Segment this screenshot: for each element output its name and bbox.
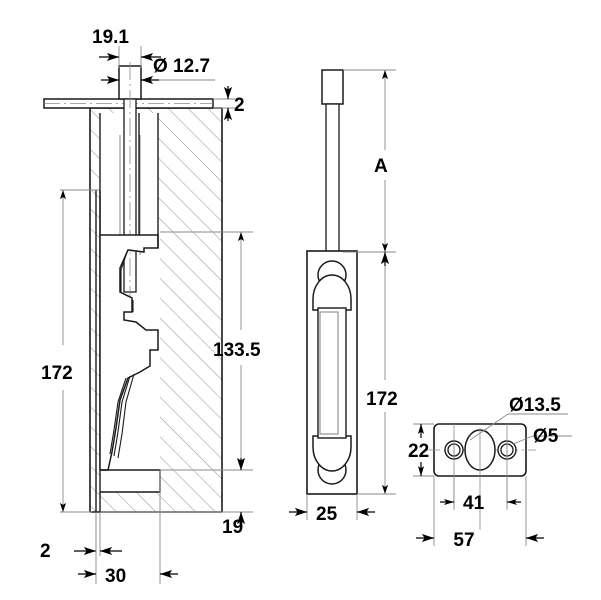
slide-slot [319,311,339,435]
bolt-head [321,69,344,105]
dim-d13-5-label: Ø13.5 [509,395,561,416]
dim-19-bottom-label: 19 [222,517,243,538]
dim-2-bottom-label: 2 [40,541,51,562]
dim-30: 30 [78,470,178,587]
dim-2-top-label: 2 [234,95,245,116]
dim-19-1-label: 19.1 [92,27,129,48]
bolt-mechanism-profile [99,234,159,471]
dim-172-left: 172 [41,189,99,513]
dim-d12-7-label: Ø 12.7 [153,56,210,77]
dim-25: 25 [289,494,375,525]
dim-d5: Ø5 [512,426,572,447]
view-front-middle: A 172 25 [289,69,398,525]
dim-30-label: 30 [105,566,126,587]
mortise-walls [99,113,159,248]
bolt-rod-front [325,103,340,253]
dim-57-label: 57 [453,530,474,551]
dim-22-label: 22 [408,441,429,462]
view-plate-right: Ø13.5 Ø5 22 41 [408,395,572,551]
dim-d12-7: Ø 12.7 [101,56,215,85]
slider-knob-top [312,274,352,311]
dim-19-bottom: 19 [100,457,253,538]
mechanism-inner-lines [109,251,135,459]
dim-25-label: 25 [316,504,338,525]
dim-133-5-label: 133.5 [213,340,261,361]
dim-2-top: 2 [213,86,245,121]
dim-22: 22 [408,423,434,477]
dim-41: 41 [440,476,521,514]
dim-172-mid-label: 172 [366,389,398,410]
slider-knob-bottom [312,435,352,472]
dim-172-mid: 172 [357,251,398,495]
dim-d5-label: Ø5 [533,426,559,447]
dim-d13-5: Ø13.5 [469,395,568,441]
view-section-left: 19.1 Ø 12.7 2 172 [40,27,261,587]
dim-19-1: 19.1 [92,27,161,68]
dim-A-label: A [374,156,388,177]
dim-172-left-label: 172 [41,363,73,384]
dim-41-label: 41 [463,493,485,514]
dim-57: 57 [416,476,544,551]
